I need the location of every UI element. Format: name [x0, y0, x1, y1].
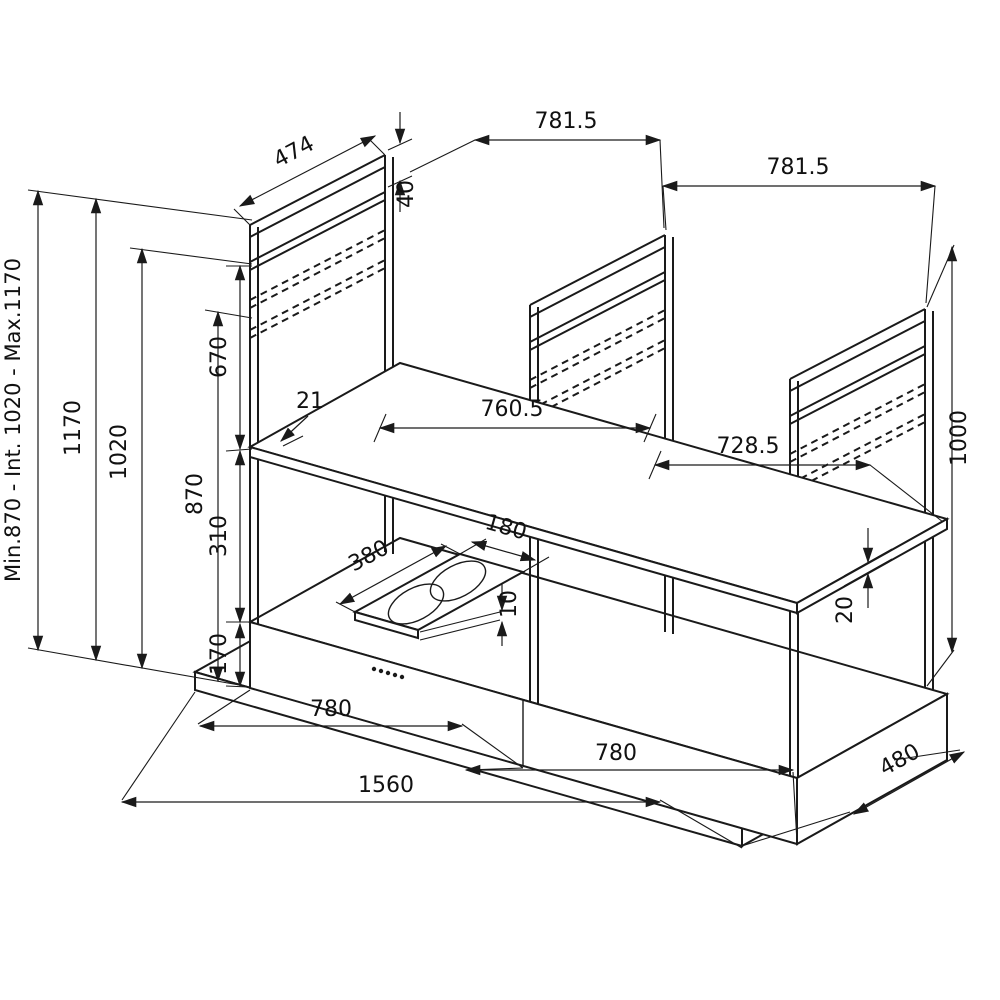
drawer-handle	[371, 666, 405, 680]
dim-label-top-offset: 40	[394, 180, 419, 208]
dim-label-module-width-right: 780	[595, 741, 637, 766]
dim-label-worktop-thickness: 20	[833, 596, 858, 624]
dim-label-height-mid: 1020	[107, 424, 132, 480]
dim-label-total-width: 1560	[358, 773, 414, 798]
dim-label-height-min: 870	[183, 473, 208, 515]
dim-label-hob-thickness: 10	[497, 590, 522, 618]
dim-label-frame-height: 1000	[947, 410, 972, 466]
dim-label-height-max: 1170	[61, 400, 86, 456]
dim-label-shelf-gap: 310	[207, 515, 232, 557]
dim-label-height-note: Min.870 - Int. 1020 - Max.1170	[1, 258, 25, 582]
dim-label-worktop-span-right: 728.5	[717, 434, 780, 459]
dim-label-upper-gap: 670	[207, 336, 232, 378]
frame-right	[789, 308, 934, 778]
dim-label-edge-offset: 21	[296, 389, 324, 414]
dim-label-frame-depth: 474	[270, 131, 319, 173]
dim-label-worktop-span-left: 760.5	[481, 397, 544, 422]
dim-label-plinth-height: 170	[207, 633, 232, 675]
dim-label-upper-span-left: 781.5	[535, 109, 598, 134]
dim-label-upper-span-right: 781.5	[767, 155, 830, 180]
dimension-lines	[32, 112, 966, 815]
dim-label-module-width-left: 780	[310, 697, 352, 722]
dimension-labels: 474 40 781.5 781.5 Min.870 - Int. 1020 -…	[1, 109, 972, 798]
